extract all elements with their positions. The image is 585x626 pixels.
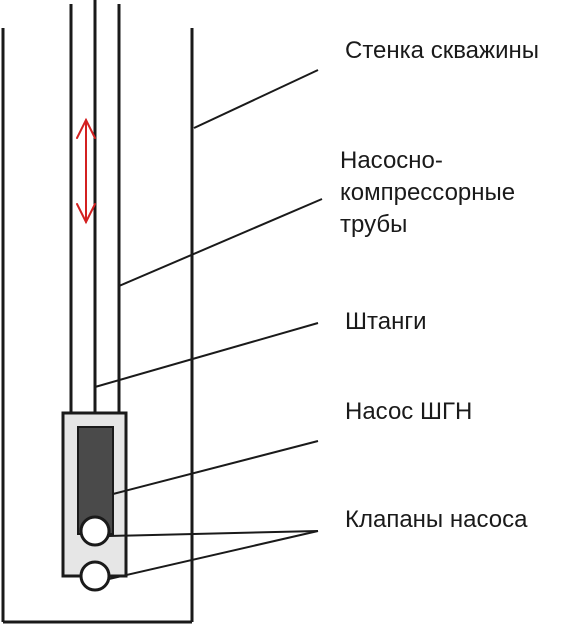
label-pump: Насос ШГН <box>345 398 473 425</box>
label-tubing-line-2: компрессорные <box>340 179 516 206</box>
leader-valve-upper <box>108 530 319 537</box>
label-tubing: Насосно- компрессорные трубы <box>340 145 515 241</box>
valve-upper <box>79 515 111 547</box>
label-well-wall: Стенка скважины <box>345 37 539 64</box>
leader-well-wall <box>193 69 319 129</box>
label-tubing-line-1: Насосно- <box>340 147 443 174</box>
leader-valve-lower <box>108 530 319 580</box>
leader-tubing <box>118 198 323 287</box>
well-wall <box>1 28 194 624</box>
motion-arrow-icon <box>76 117 96 225</box>
valve-lower <box>79 560 111 592</box>
label-valves: Клапаны насоса <box>345 506 528 533</box>
label-rods: Штанги <box>345 308 427 335</box>
leader-pump <box>112 440 319 495</box>
tubing <box>69 4 121 413</box>
label-tubing-line-3: трубы <box>340 211 408 238</box>
leader-rods <box>94 322 319 388</box>
